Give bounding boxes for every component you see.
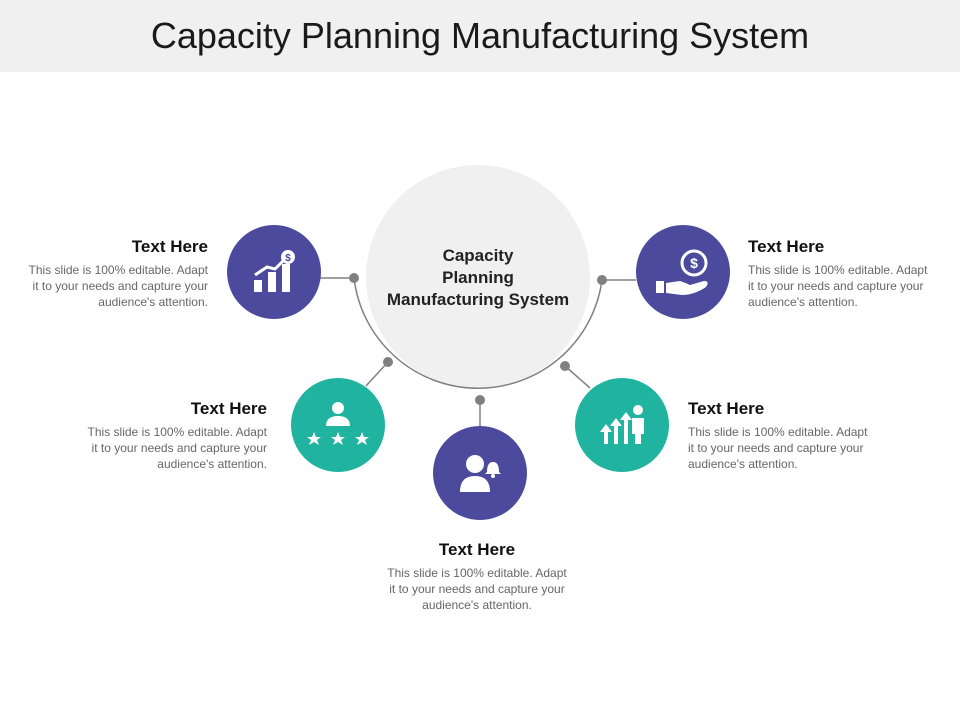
text-block-line: This slide is 100% editable. Adapt — [748, 263, 928, 277]
title-bar — [0, 0, 960, 72]
center-circle — [366, 165, 590, 389]
text-block-1: Text Here This slide is 100% editable. A… — [8, 236, 208, 310]
growth-chart-dollar-icon: $ — [254, 250, 295, 292]
text-block-line: audience's attention. — [422, 598, 532, 612]
text-block-line: This slide is 100% editable. Adapt — [28, 263, 208, 277]
text-block-heading: Text Here — [748, 237, 825, 256]
text-block-heading: Text Here — [438, 540, 516, 559]
node-growth-chart: $ — [227, 225, 321, 319]
text-block-4: Text Here This slide is 100% editable. A… — [688, 398, 888, 472]
person-bell-icon — [460, 455, 501, 492]
center-label-line-3: Manufacturing System — [386, 290, 570, 309]
connector-dot-1 — [349, 273, 359, 283]
text-block-line: it to your needs and capture your — [748, 279, 924, 293]
text-block-line: it to your needs and capture your — [91, 441, 267, 455]
text-block-line: This slide is 100% editable. Adapt — [87, 425, 267, 439]
connector-arc — [353, 277, 603, 389]
text-block-line: This slide is 100% editable. Adapt — [387, 566, 567, 580]
node-person-bell — [433, 426, 527, 520]
svg-text:$: $ — [285, 253, 291, 264]
employee-rating-icon — [307, 402, 369, 445]
text-block-heading: Text Here — [190, 399, 267, 418]
node-employee-rating — [291, 378, 385, 472]
text-block-heading: Text Here — [131, 237, 208, 256]
text-block-line: audience's attention. — [157, 457, 267, 471]
text-block-line: audience's attention. — [748, 295, 858, 309]
connector-line-4 — [564, 365, 591, 389]
page-title: Capacity Planning Manufacturing System — [150, 15, 810, 56]
center-label-line-2: Planning — [442, 268, 514, 287]
center-label-line-1: Capacity — [442, 246, 514, 265]
center-label: Capacity Planning Manufacturing System — [370, 245, 586, 311]
text-block-heading: Text Here — [688, 399, 765, 418]
hand-dollar-icon: $ — [656, 249, 708, 295]
connector-dot-5 — [597, 275, 607, 285]
connector-dot-2 — [383, 357, 393, 367]
text-block-2: Text Here This slide is 100% editable. A… — [67, 398, 267, 472]
text-block-line: it to your needs and capture your — [389, 582, 565, 596]
text-block-5: Text Here This slide is 100% editable. A… — [748, 236, 948, 310]
connector-line-2 — [365, 361, 389, 387]
svg-text:$: $ — [690, 255, 698, 271]
node-business-growth — [575, 378, 669, 472]
connector-dot-3 — [475, 395, 485, 405]
text-block-line: audience's attention. — [98, 295, 208, 309]
text-block-3: Text Here This slide is 100% editable. A… — [377, 539, 577, 613]
text-block-line: it to your needs and capture your — [32, 279, 208, 293]
text-block-line: it to your needs and capture your — [688, 441, 864, 455]
text-block-line: audience's attention. — [688, 457, 798, 471]
text-block-line: This slide is 100% editable. Adapt — [688, 425, 868, 439]
connector-dot-4 — [560, 361, 570, 371]
node-hand-dollar: $ — [636, 225, 730, 319]
business-growth-icon — [600, 405, 644, 444]
